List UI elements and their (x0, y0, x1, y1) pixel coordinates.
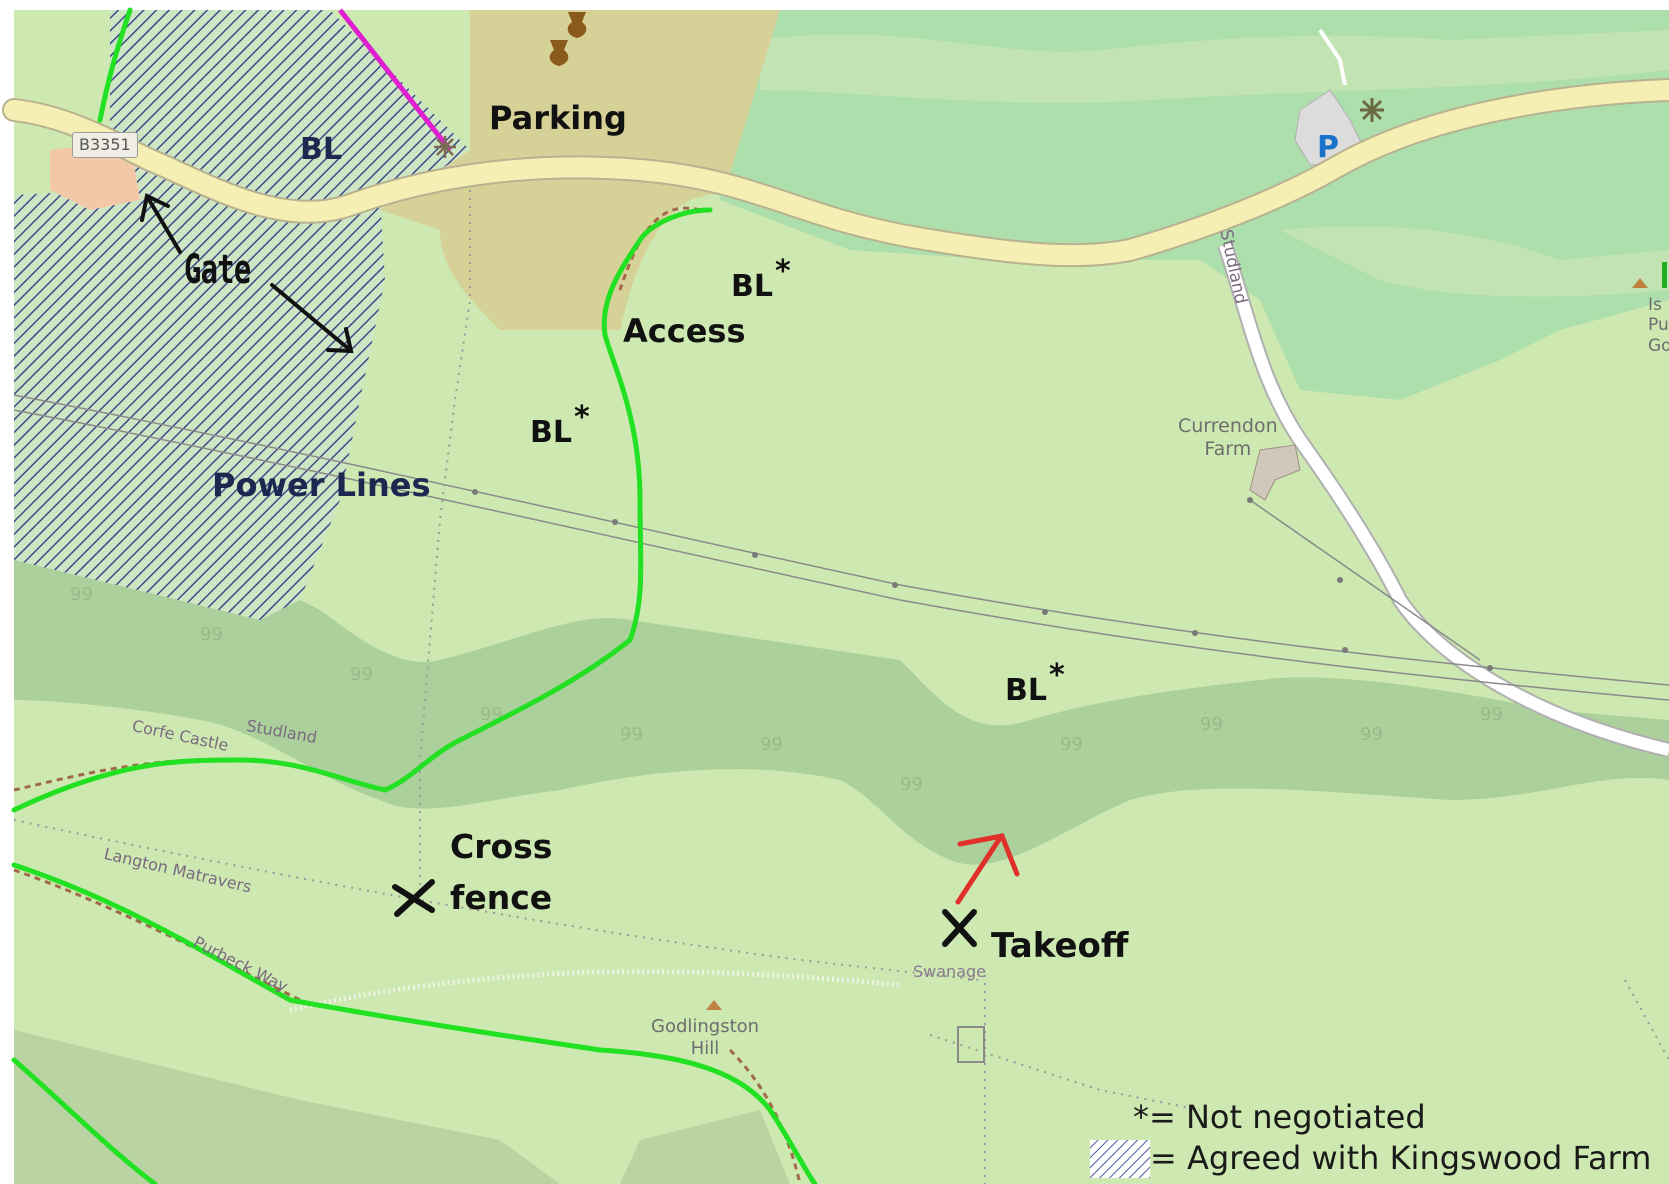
currendon-buildings (1249, 444, 1301, 501)
annotation-bl-top: BL (300, 132, 342, 167)
svg-text:99: 99 (350, 664, 373, 685)
access-route-upper-left (97, 7, 133, 123)
annotation-bl-star-3-text: BL (1005, 673, 1047, 708)
svg-text:99: 99 (1200, 714, 1223, 735)
parking-icon: P (1317, 130, 1339, 165)
map-label-edge-is: Is (1648, 295, 1662, 315)
map-label-godlingston-hill: Godlingston Hill (651, 1016, 759, 1059)
access-route-main (11, 207, 713, 813)
woodland-strip (760, 30, 1669, 103)
svg-text:99: 99 (760, 734, 783, 755)
scrub-bottom-mid (620, 1110, 790, 1184)
svg-text:99: 99 (620, 724, 643, 745)
annotation-power-lines: Power Lines (212, 466, 431, 504)
map-label-hill: Hill (690, 1037, 720, 1059)
map-label-edge: Is Pu Go (1648, 295, 1669, 356)
map-label-farm: Farm (1204, 437, 1252, 460)
svg-text:99: 99 (1060, 734, 1083, 755)
power-lines (13, 394, 1669, 701)
woodland-strip-2 (1280, 226, 1669, 297)
annotation-bl-star-3-asterisk: * (1048, 658, 1065, 693)
gate-arrow-icon-right (270, 283, 354, 354)
map-label-godlingston: Godlingston (651, 1016, 760, 1037)
svg-text:99: 99 (70, 584, 93, 605)
svg-text:99: 99 (1360, 724, 1383, 745)
access-route-lower-left (11, 1057, 158, 1184)
svg-text:99: 99 (200, 624, 223, 645)
annotation-gate: Gate (184, 247, 251, 293)
annotation-parking: Parking (489, 99, 627, 137)
map-label-edge-go: Go (1648, 335, 1669, 356)
annotation-bl-star-3: BL* (1005, 661, 1065, 708)
takeoff-direction-arrow-icon (955, 833, 1020, 905)
map-label-edge-pu: Pu (1648, 315, 1669, 336)
map-label-swanage: Swanage (913, 962, 986, 981)
power-line-pylons (472, 489, 1493, 671)
woodland-area (720, 10, 1669, 400)
purbeck-way-route (11, 862, 818, 1184)
scrub-tree-symbols: 99 99 99 99 99 99 99 99 99 99 99 (70, 584, 1503, 795)
svg-text:99: 99 (1480, 704, 1503, 725)
road-ref-shield: B3351 (72, 132, 138, 158)
legend-not-negotiated: *= Not negotiated (1133, 1098, 1426, 1136)
gate-arrow-icon-left (140, 193, 182, 254)
vase-icon (549, 12, 587, 66)
scrub-bottom-left (14, 1030, 560, 1184)
small-building (957, 1026, 985, 1063)
annotation-bl-star-2: BL* (530, 403, 590, 450)
annotation-takeoff: Takeoff (991, 926, 1129, 966)
annotation-access: Access (623, 312, 746, 350)
annotation-fence: fence (450, 878, 553, 917)
triangle-icon-edge (1632, 278, 1648, 288)
main-road (4, 80, 1669, 266)
map-label-currendon-farm: Currendon Farm (1178, 415, 1278, 461)
annotation-bl-star-1-asterisk: * (774, 254, 791, 289)
annotation-bl-star-2-text: BL (530, 415, 572, 450)
access-routes (11, 7, 818, 1184)
field-boundaries (13, 190, 1669, 1184)
map-label-currendon: Currendon (1178, 415, 1278, 437)
legend-agreed: = Agreed with Kingswood Farm (1150, 1139, 1652, 1177)
annotation-cross: Cross (450, 827, 553, 866)
asterisk-icon-2 (434, 136, 456, 158)
magenta-boundary-line (338, 8, 452, 152)
studland-road (1219, 243, 1669, 756)
annotation-bl-star-1-text: BL (731, 269, 773, 304)
x-mark-icon-takeoff (942, 909, 977, 947)
svg-text:99: 99 (900, 774, 923, 795)
triangle-icon (706, 1000, 722, 1010)
hatch-swatch-icon (1090, 1140, 1150, 1178)
annotation-bl-star-2-asterisk: * (573, 400, 590, 435)
edge-green-marker (1662, 262, 1667, 288)
track-top-right (1318, 28, 1347, 86)
annotation-bl-star-1: BL* (731, 257, 791, 304)
asterisk-icon (1360, 98, 1384, 122)
x-mark-icon-cross-fence (392, 879, 435, 917)
scrub-belt (14, 560, 1669, 865)
